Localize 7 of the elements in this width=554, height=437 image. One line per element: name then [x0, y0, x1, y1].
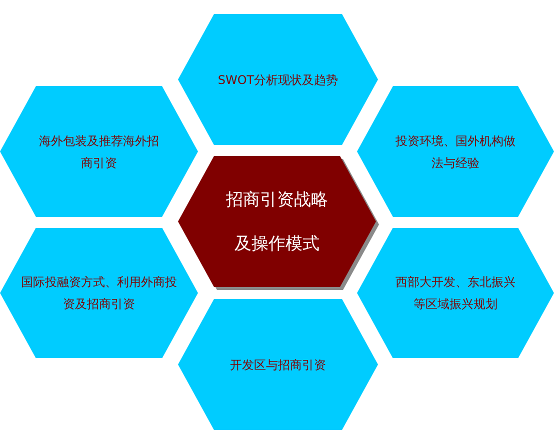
hexagon-label: 开发区与招商引资 [229, 356, 327, 374]
hexagon-label: 西部大开发、东北振兴等区域振兴规划 [394, 274, 516, 313]
hexagon-label: 海外包装及推荐海外招商引资 [39, 132, 159, 172]
hexagon-label: 投资环境、国外机构做法与经验 [396, 132, 516, 172]
hexagon-label: SWOT分析现状及趋势 [216, 72, 340, 88]
hexagon-label: 国际投融资方式、利用外商投资及招商引资 [20, 274, 178, 313]
hexagon-label: 招商引资战略及操作模式 [225, 188, 329, 256]
